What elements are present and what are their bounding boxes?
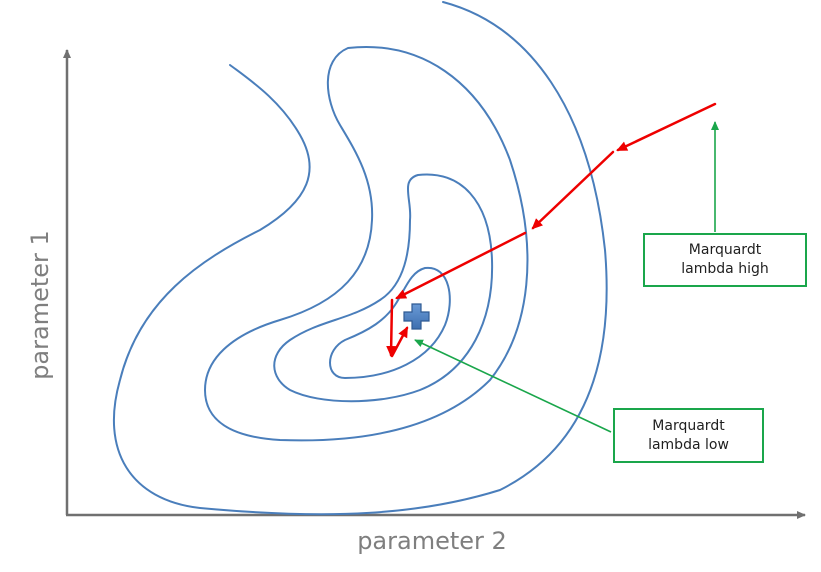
annotation-high-line2: lambda high bbox=[681, 261, 769, 277]
contour-2 bbox=[273, 173, 494, 403]
annotation-lambda-high: Marquardt lambda high bbox=[643, 233, 807, 287]
path-step-2 bbox=[531, 150, 615, 230]
contour-3 bbox=[204, 46, 529, 442]
path-step-3 bbox=[395, 231, 527, 300]
annotation-high-line1: Marquardt bbox=[688, 242, 762, 258]
path-step-1 bbox=[616, 102, 717, 152]
y-axis-title: parameter 1 bbox=[26, 230, 54, 380]
path-step-5 bbox=[390, 326, 409, 358]
x-axis-title: parameter 2 bbox=[357, 527, 507, 555]
annotation-lambda-low: Marquardt lambda low bbox=[613, 408, 764, 463]
path-step-4 bbox=[386, 298, 397, 357]
plus-cross-icon bbox=[403, 303, 430, 330]
contour-1 bbox=[329, 266, 451, 379]
contour-outer bbox=[112, 1, 608, 516]
annotation-low-line1: Marquardt bbox=[652, 417, 725, 434]
connector-low bbox=[414, 339, 612, 433]
annotation-low-line2: lambda low bbox=[648, 436, 729, 453]
